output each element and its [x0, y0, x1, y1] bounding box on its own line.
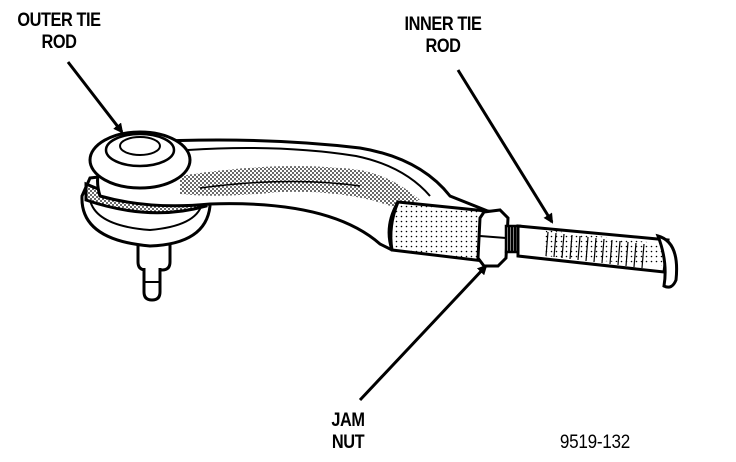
outer-tie-rod-label-line-2: ROD: [41, 32, 77, 53]
ball-joint-cap: [88, 130, 192, 190]
jam-nut-label: JAM NUT: [322, 410, 374, 454]
figure-number: 9519-132: [559, 432, 631, 453]
adjuster-sleeve: [387, 200, 498, 264]
outer-tie-rod-label: OUTER TIE ROD: [12, 10, 107, 54]
jam-nut: [476, 208, 510, 268]
inner-tie-rod-label-line-1: INNER TIE: [404, 14, 482, 35]
jam-nut-label-line-2: NUT: [331, 432, 365, 453]
inner-tie-rod-label-line-2: ROD: [425, 36, 461, 57]
inner-tie-rod-label: INNER TIE ROD: [396, 14, 491, 58]
outer-tie-rod-label-line-1: OUTER TIE: [17, 10, 101, 31]
jam-nut-label-line-1: JAM: [331, 410, 365, 431]
inner-tie-rod-arrow: [456, 69, 554, 224]
callout-arrows: [66, 61, 554, 402]
outer-tie-rod-arrow: [66, 61, 124, 134]
inner-tie-rod-shaft: [516, 224, 679, 289]
jam-nut-arrow: [358, 264, 488, 402]
